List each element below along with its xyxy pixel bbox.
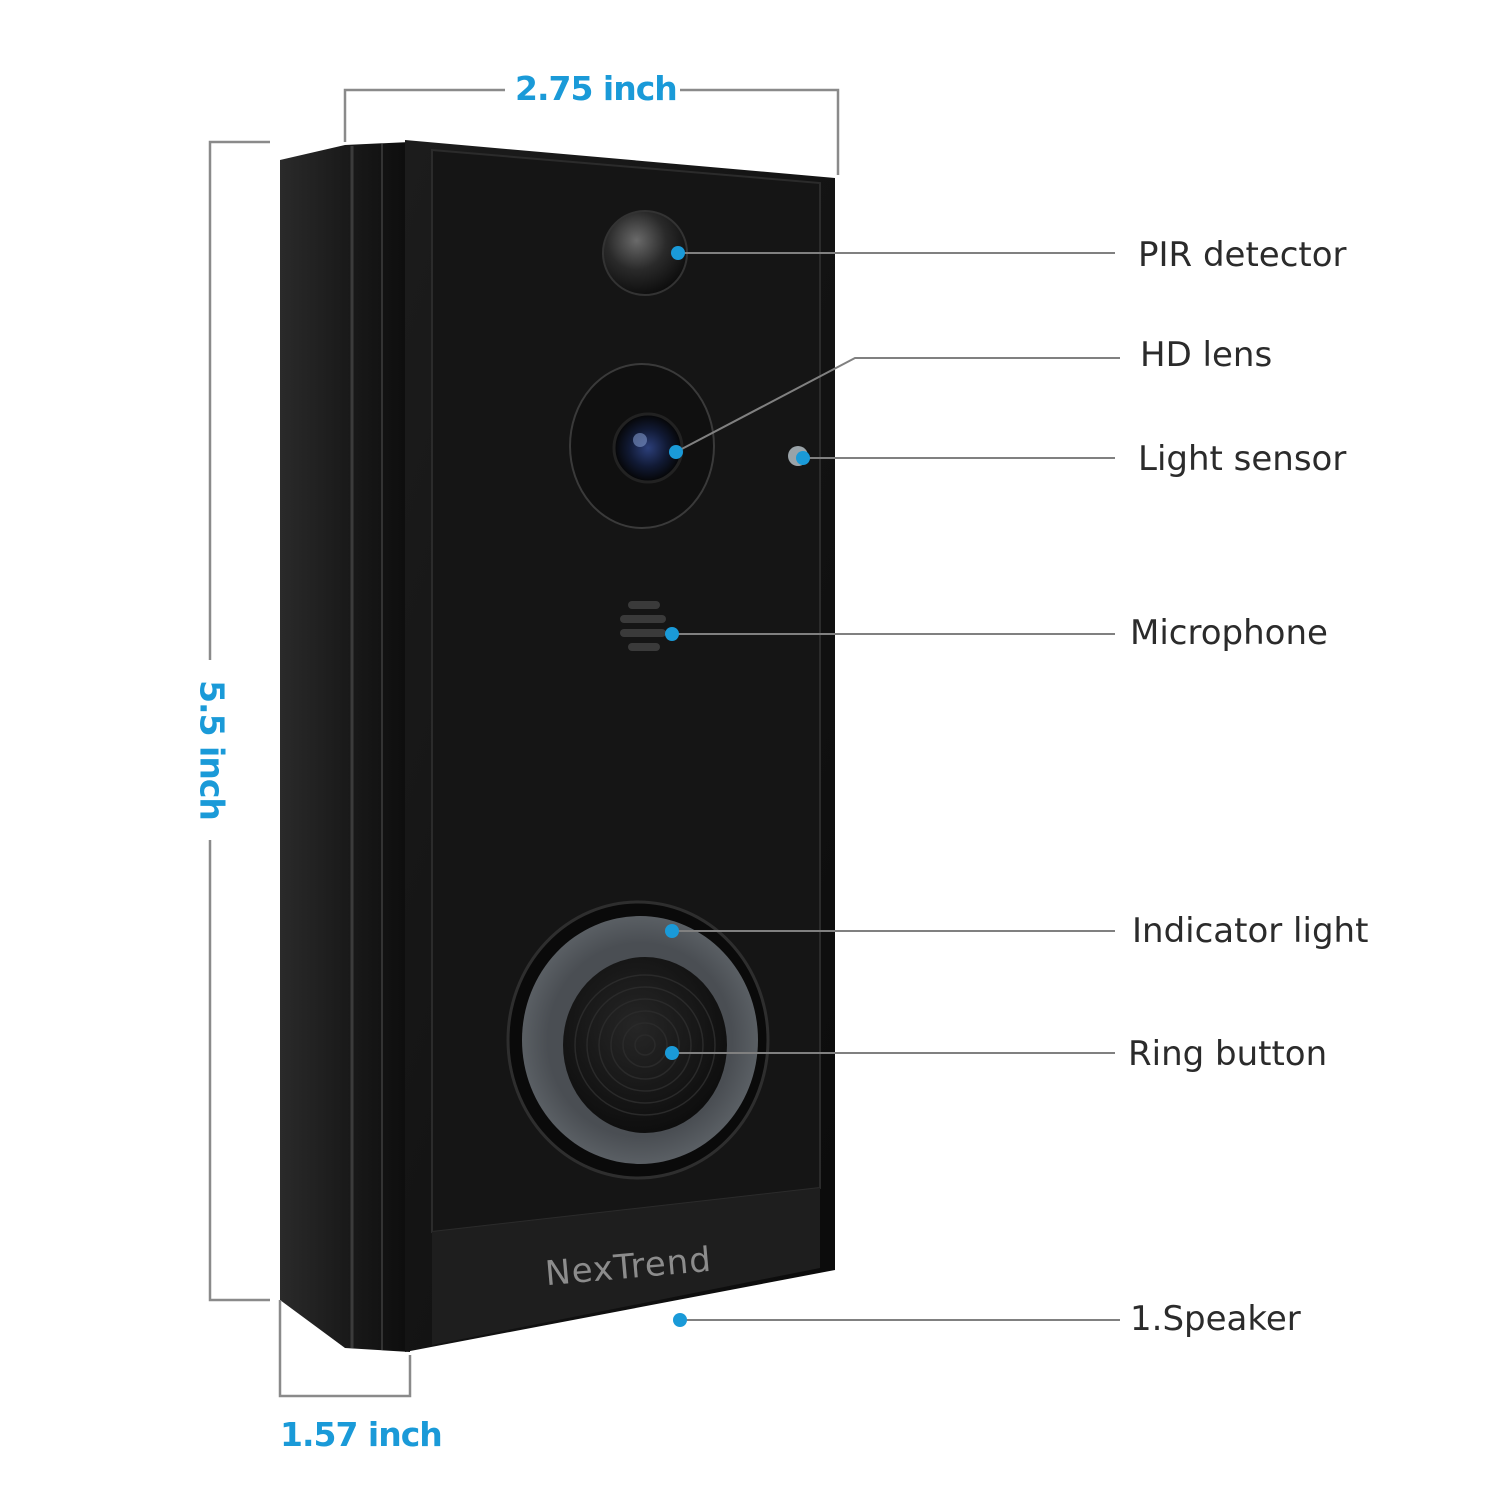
callout-dot — [669, 445, 683, 459]
callout-dot — [673, 1313, 687, 1327]
callout-dots — [665, 246, 810, 1327]
callout-dot — [796, 451, 810, 465]
callout-label-speaker: 1.Speaker — [1130, 1299, 1301, 1339]
leader-lines — [672, 252, 1120, 1321]
ring-button-icon — [563, 957, 727, 1133]
callout-label-indicator: Indicator light — [1132, 911, 1369, 951]
device-side — [280, 142, 410, 1352]
callout-dot — [671, 246, 685, 260]
callout-label-light-sensor: Light sensor — [1138, 439, 1347, 479]
callout-dot — [665, 924, 679, 938]
button-texture — [574, 974, 716, 1116]
callout-label-pir: PIR detector — [1138, 235, 1347, 275]
callout-label-ring: Ring button — [1128, 1034, 1328, 1074]
depth-dimension-label: 1.57 inch — [280, 1415, 443, 1454]
lens-glint — [633, 433, 647, 447]
speaker-band — [432, 1188, 820, 1345]
microphone-icon — [620, 601, 666, 651]
dimension-lines — [208, 88, 840, 1398]
callout-dot — [665, 1046, 679, 1060]
height-dimension-label: 5.5 inch — [192, 680, 232, 820]
width-dimension-label: 2.75 inch — [515, 69, 678, 108]
callout-label-microphone: Microphone — [1130, 613, 1328, 653]
callout-dot — [665, 627, 679, 641]
callout-label-lens: HD lens — [1140, 335, 1273, 375]
